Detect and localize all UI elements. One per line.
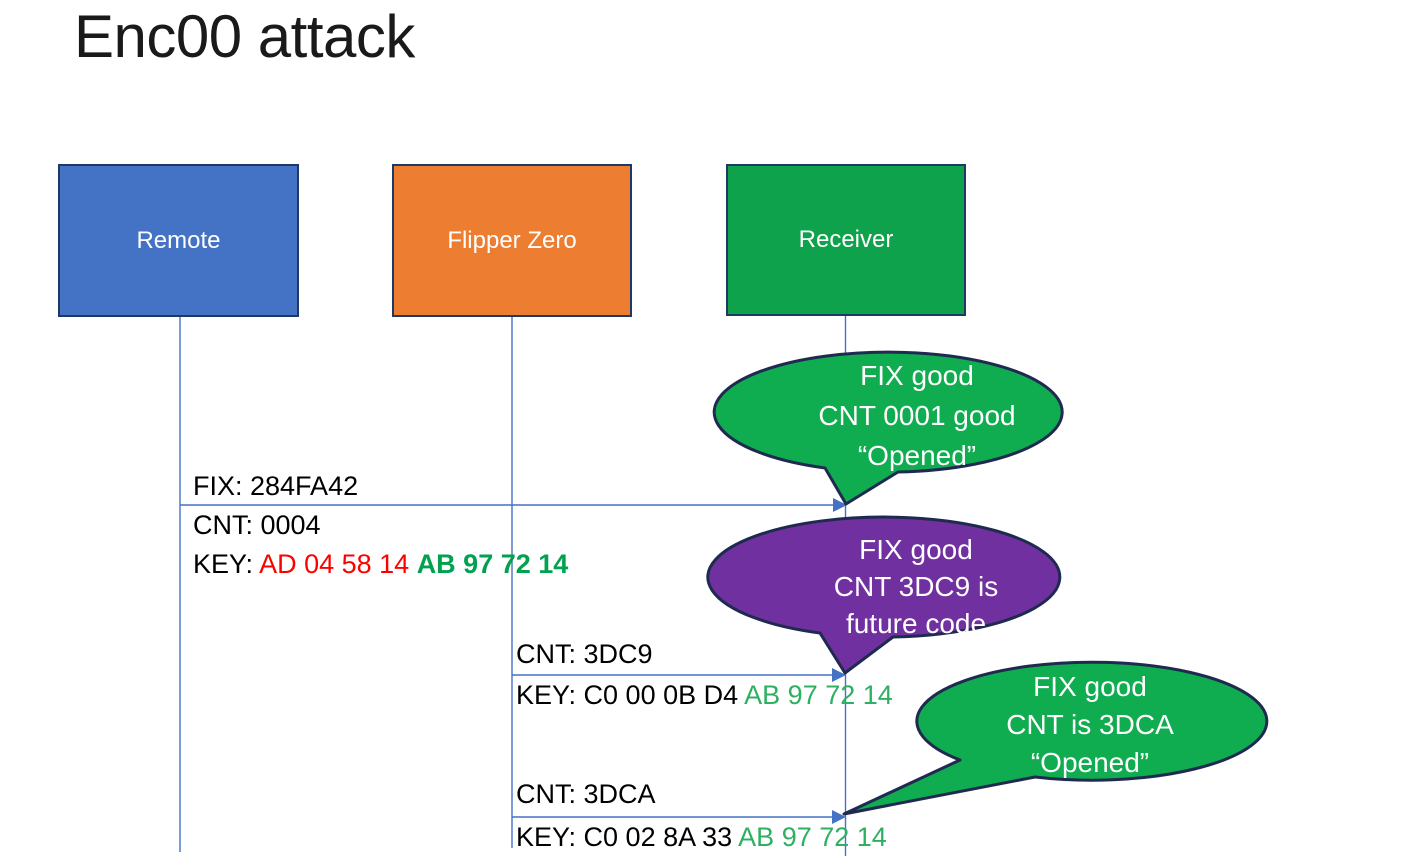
callout-text-green-1: FIX good CNT 0001 good “Opened” xyxy=(717,356,1117,476)
message2-cnt: CNT: 3DC9 xyxy=(516,639,653,669)
actor-box-flipper-zero: Flipper Zero xyxy=(392,164,632,317)
message1-key-red-bytes: AD 04 58 14 xyxy=(259,549,417,579)
message1-key: KEY: AD 04 58 14 AB 97 72 14 xyxy=(193,548,568,580)
message3-key-black-bytes: KEY: C0 02 8A 33 xyxy=(516,822,739,852)
message2-key-black-bytes: KEY: C0 00 0B D4 xyxy=(516,680,745,710)
message1-fix: FIX: 284FA42 xyxy=(193,471,359,501)
callout2-line2: CNT 3DC9 is xyxy=(833,571,999,602)
message1-key-prefix: KEY: xyxy=(193,549,260,579)
arrowhead-flipper-to-receiver-1 xyxy=(832,668,846,682)
message3-key-green-bytes: AB 97 72 14 xyxy=(738,822,887,852)
actor-box-remote: Remote xyxy=(58,164,299,317)
callout1-line1: FIX good xyxy=(860,360,974,391)
callout1-line3: “Opened” xyxy=(857,440,977,471)
message1-key-green-bytes: AB 97 72 14 xyxy=(416,549,569,579)
arrowhead-remote-to-receiver xyxy=(833,498,847,512)
message2-key: KEY: C0 00 0B D4 AB 97 72 14 xyxy=(516,679,893,711)
callout3-line2: CNT is 3DCA xyxy=(1006,709,1174,740)
callout1-line2: CNT 0001 good xyxy=(818,400,1016,431)
page-title: Enc00 attack xyxy=(74,3,415,70)
actor-label-remote: Remote xyxy=(136,226,221,254)
message1-cnt: CNT: 0004 xyxy=(193,510,321,540)
actor-label-receiver: Receiver xyxy=(798,226,894,253)
actor-label-flipper-zero: Flipper Zero xyxy=(447,226,577,254)
callout2-line3: future code xyxy=(845,608,987,639)
arrowhead-flipper-to-receiver-2 xyxy=(832,810,846,824)
callout3-line1: FIX good xyxy=(1033,671,1147,702)
callout-text-green-2: FIX good CNT is 3DCA “Opened” xyxy=(890,668,1290,782)
callout3-line3: “Opened” xyxy=(1030,747,1150,778)
message2-key-green-bytes: AB 97 72 14 xyxy=(744,680,893,710)
callout-text-purple: FIX good CNT 3DC9 is future code xyxy=(716,531,1116,642)
actor-box-receiver: Receiver xyxy=(726,164,966,316)
message3-cnt: CNT: 3DCA xyxy=(516,779,656,809)
callout-shape-green-2 xyxy=(842,660,1269,816)
callout2-line1: FIX good xyxy=(859,534,973,565)
message3-key: KEY: C0 02 8A 33 AB 97 72 14 xyxy=(516,821,887,853)
callout-shape-purple xyxy=(706,515,1062,675)
callout-shape-green-1 xyxy=(712,350,1064,506)
